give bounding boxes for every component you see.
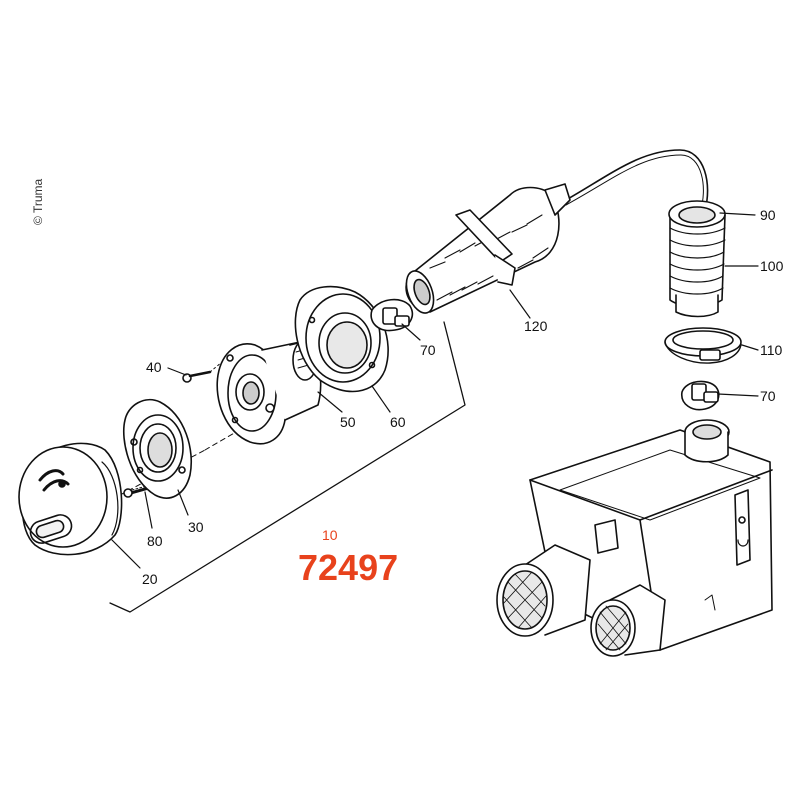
leader-lines <box>111 212 759 569</box>
callout-90: 90 <box>760 207 776 223</box>
part-20-end-cap <box>18 442 123 556</box>
callout-50: 50 <box>340 414 356 430</box>
callout-70-top: 70 <box>420 342 436 358</box>
part-120-duct-connector <box>405 183 571 314</box>
callout-labels: 40 80 30 20 50 60 70 120 90 100 110 70 <box>142 207 784 587</box>
callout-40: 40 <box>146 359 162 375</box>
duct-connection-line <box>565 149 709 213</box>
callout-30: 30 <box>188 519 204 535</box>
callout-100: 100 <box>760 258 784 274</box>
heater-unit <box>496 419 773 657</box>
callout-60: 60 <box>390 414 406 430</box>
assembly-bracket <box>109 321 466 613</box>
copyright-notice: © Truma <box>31 178 45 225</box>
assembly-position-label: 10 <box>322 527 338 543</box>
part-70-clamp-bottom <box>681 380 720 411</box>
callout-110: 110 <box>760 342 783 358</box>
callout-70-bottom: 70 <box>760 388 776 404</box>
assembly-part-number: 72497 <box>298 547 398 588</box>
callout-120: 120 <box>524 318 548 334</box>
part-70-clamp-top <box>370 298 414 332</box>
part-110-hose-clamp <box>664 327 742 364</box>
part-100-flex-hose <box>668 200 726 318</box>
part-30-front-plate <box>123 398 192 499</box>
part-60-gasket <box>294 285 389 393</box>
callout-80: 80 <box>147 533 163 549</box>
part-40-screw <box>182 361 223 383</box>
callout-20: 20 <box>142 571 158 587</box>
